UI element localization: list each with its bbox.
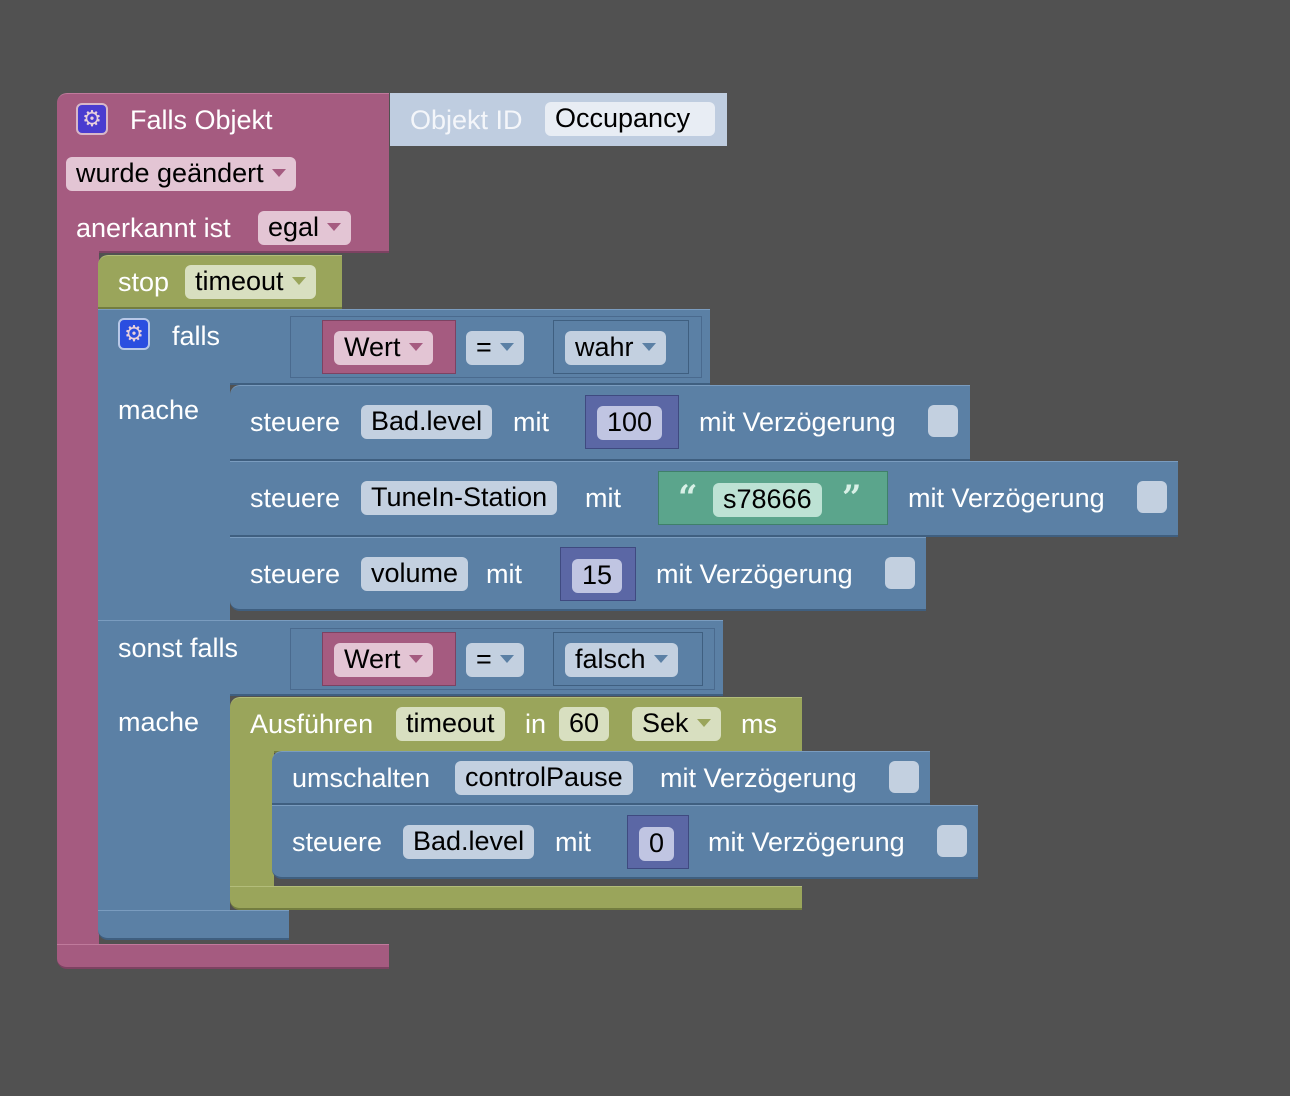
change-mode-dropdown[interactable]: wurde geändert bbox=[66, 157, 296, 191]
chevron-down-icon bbox=[408, 342, 423, 351]
action-with-1: mit bbox=[513, 407, 549, 437]
toggle-target[interactable]: controlPause bbox=[455, 761, 633, 795]
var-dropdown-2[interactable]: Wert bbox=[334, 643, 433, 677]
gear-icon[interactable]: ⚙ bbox=[76, 103, 108, 135]
text-field[interactable]: s78666 bbox=[713, 483, 822, 517]
action-verb-3: steuere bbox=[250, 559, 341, 589]
action-verb-1: steuere bbox=[250, 407, 341, 437]
timeout-in-label: in bbox=[525, 709, 547, 739]
op-dropdown-1[interactable]: = bbox=[466, 331, 524, 365]
bool-value-1: wahr bbox=[575, 332, 634, 362]
toggle-verb: umschalten bbox=[292, 763, 431, 793]
bool-dropdown-1[interactable]: wahr bbox=[565, 331, 666, 365]
object-id-label: Objekt ID bbox=[410, 105, 523, 135]
if-label: falls bbox=[172, 321, 221, 351]
ack-dropdown[interactable]: egal bbox=[258, 211, 352, 245]
chevron-down-icon bbox=[271, 168, 286, 177]
toggle-delay-label: mit Verzögerung bbox=[660, 763, 857, 793]
trigger-title: Falls Objekt bbox=[130, 105, 273, 135]
var-dropdown-1[interactable]: Wert bbox=[334, 331, 433, 365]
timeout-name-field[interactable]: timeout bbox=[396, 707, 505, 741]
action-row-4[interactable] bbox=[272, 805, 978, 879]
chevron-down-icon bbox=[499, 342, 514, 351]
action-target-4[interactable]: Bad.level bbox=[403, 825, 535, 859]
action-verb-2: steuere bbox=[250, 483, 341, 513]
toggle-delay-checkbox[interactable] bbox=[889, 761, 919, 793]
stop-timeout-value: timeout bbox=[195, 266, 284, 296]
chevron-down-icon bbox=[641, 342, 656, 351]
delay-checkbox-4[interactable] bbox=[937, 825, 967, 857]
stop-timeout-dropdown[interactable]: timeout bbox=[185, 265, 316, 299]
timeout-suffix: ms bbox=[741, 709, 777, 739]
timeout-value-field[interactable]: 60 bbox=[559, 707, 610, 741]
bool-dropdown-2[interactable]: falsch bbox=[565, 643, 678, 677]
action-with-4: mit bbox=[555, 827, 591, 857]
do-label: mache bbox=[118, 395, 200, 425]
else-if-label: sonst falls bbox=[118, 633, 239, 663]
bool-value-2: falsch bbox=[575, 644, 646, 674]
op-value-2: = bbox=[476, 644, 492, 674]
trigger-block-spine bbox=[57, 250, 99, 950]
var-value-2: Wert bbox=[344, 644, 401, 674]
chevron-down-icon bbox=[696, 718, 711, 727]
delay-label-2: mit Verzögerung bbox=[908, 483, 1105, 513]
chevron-down-icon bbox=[291, 276, 306, 285]
change-mode-value: wurde geändert bbox=[76, 158, 264, 188]
gear-icon[interactable]: ⚙ bbox=[118, 318, 150, 350]
delay-label-3: mit Verzögerung bbox=[656, 559, 853, 589]
op-dropdown-2[interactable]: = bbox=[466, 643, 524, 677]
action-target-1[interactable]: Bad.level bbox=[361, 405, 493, 439]
open-quote-icon: “ bbox=[678, 478, 698, 518]
delay-label-1: mit Verzögerung bbox=[699, 407, 896, 437]
if-block-spine bbox=[98, 383, 230, 623]
chevron-down-icon bbox=[653, 654, 668, 663]
close-quote-icon: ” bbox=[842, 478, 862, 518]
timeout-block-footer bbox=[230, 886, 802, 910]
chevron-down-icon bbox=[408, 654, 423, 663]
chevron-down-icon bbox=[499, 654, 514, 663]
timeout-unit-value: Sek bbox=[642, 708, 689, 738]
delay-label-4: mit Verzögerung bbox=[708, 827, 905, 857]
delay-checkbox-1[interactable] bbox=[928, 405, 958, 437]
op-value-1: = bbox=[476, 332, 492, 362]
action-verb-4: steuere bbox=[292, 827, 383, 857]
action-with-3: mit bbox=[486, 559, 522, 589]
if-block-footer bbox=[98, 910, 289, 940]
chevron-down-icon bbox=[327, 222, 342, 231]
timeout-block-spine bbox=[230, 750, 274, 890]
number-field-4[interactable]: 0 bbox=[639, 827, 675, 861]
action-target-3[interactable]: volume bbox=[361, 557, 469, 591]
timeout-unit-dropdown[interactable]: Sek bbox=[632, 707, 721, 741]
object-id-field[interactable]: Occupancy bbox=[545, 102, 715, 136]
action-with-2: mit bbox=[585, 483, 621, 513]
ack-value: egal bbox=[268, 212, 320, 242]
number-field-1[interactable]: 100 bbox=[597, 406, 663, 440]
var-value-1: Wert bbox=[344, 332, 401, 362]
if-block-spine-2 bbox=[98, 694, 230, 914]
trigger-block-footer bbox=[57, 944, 389, 969]
do2-label: mache bbox=[118, 707, 200, 737]
stop-label: stop bbox=[118, 267, 170, 297]
ack-label: anerkannt ist bbox=[76, 213, 231, 243]
delay-checkbox-2[interactable] bbox=[1137, 481, 1167, 513]
number-field-3[interactable]: 15 bbox=[572, 559, 623, 593]
timeout-label: Ausführen bbox=[250, 709, 374, 739]
action-target-2[interactable]: TuneIn-Station bbox=[361, 481, 558, 515]
delay-checkbox-3[interactable] bbox=[885, 557, 915, 589]
